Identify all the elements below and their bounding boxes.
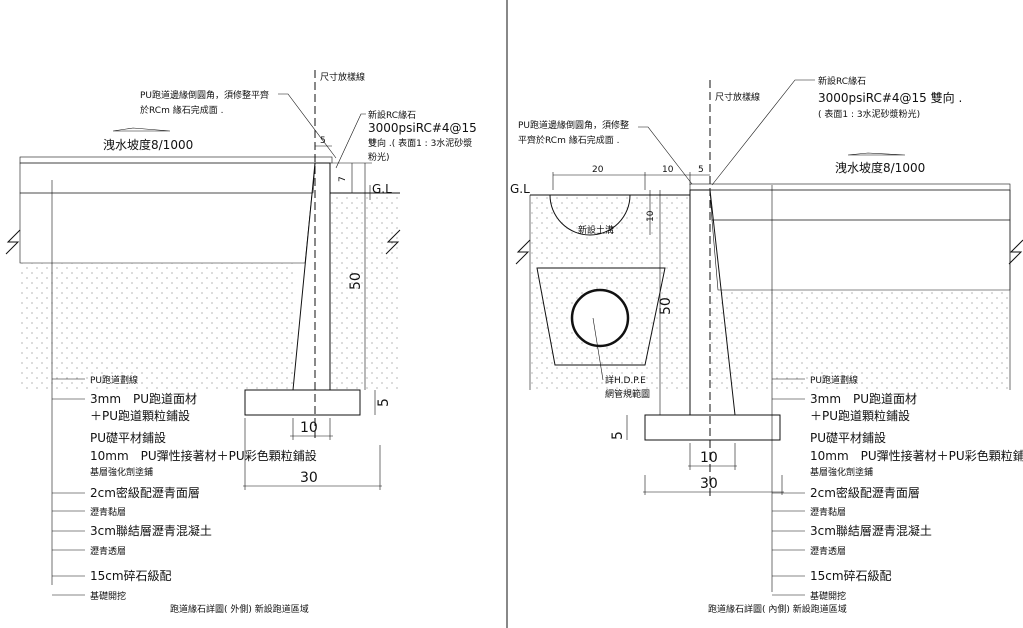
gl-label: G.L	[372, 182, 392, 196]
layer-label: 15cm碎石級配	[810, 568, 892, 583]
dim-curb-width: 10	[700, 450, 718, 466]
layer-label: 15cm碎石級配	[90, 568, 172, 583]
dim-20: 20	[592, 165, 604, 175]
layer-label: PU跑道劃線	[90, 374, 138, 386]
earth-ditch	[549, 194, 631, 236]
curb-note: 新設RC緣石	[818, 75, 866, 87]
left-detail: 5 7 50 5 10 30 G.L 尺寸放樣線 PU跑道邊緣倒圓角，須修整平齊…	[5, 70, 477, 615]
gl-label: G.L	[510, 182, 530, 196]
pu-edge-note: PU跑道邊緣倒圓角，須修整平齊	[140, 89, 269, 101]
layer-label: 3cm聯結層瀝青混凝土	[810, 523, 932, 538]
pu-edge-note: 平齊於RCm 緣石完成面 .	[518, 134, 619, 146]
dim-5: 5	[698, 165, 704, 175]
pu-surface-layer	[19, 156, 333, 164]
layer-label: PU礎平材鋪設	[810, 430, 886, 445]
hdpe-mesh-zone	[536, 267, 666, 366]
layer-list-left: PU跑道劃線 3mm PU跑道面材 ＋PU跑道顆粒鋪設 PU礎平材鋪設 10mm PU彈…	[52, 374, 317, 602]
curb-note: 粉光)	[368, 151, 390, 163]
layer-label: 基層強化劑塗鋪	[810, 466, 873, 478]
stake-line-label: 尺寸放樣線	[320, 71, 365, 83]
dim-footing-height: 5	[376, 398, 392, 407]
drawing-title-right: 跑道緣石詳圖( 內側) 新設跑道區域	[708, 603, 847, 615]
curb-note: ( 表面1 : 3水泥砂漿粉光)	[818, 108, 920, 120]
curb-footing	[244, 389, 361, 416]
hdpe-pipe	[570, 288, 630, 348]
layer-label: 瀝青透層	[90, 545, 126, 557]
layer-label: 3cm聯結層瀝青混凝土	[90, 523, 212, 538]
layer-label: 3mm PU跑道面材	[90, 392, 197, 406]
stake-line-label: 尺寸放樣線	[715, 91, 760, 103]
curb-footing	[644, 414, 781, 441]
right-detail: 20 10 5 10 50 5 10 30 G.L 新設土溝 詳H.D.P.E …	[510, 75, 1023, 615]
asphalt-layer	[19, 162, 316, 194]
dim-curb-width: 10	[300, 420, 318, 436]
layer-label: 3mm PU跑道面材	[810, 392, 917, 406]
layer-label: 2cm密級配瀝青面層	[810, 485, 920, 500]
slope-label: 洩水坡度8/1000	[835, 160, 925, 175]
subgrade-soil	[20, 263, 293, 390]
pu-edge-note: PU跑道邊緣倒圓角，須修整	[518, 119, 629, 131]
layer-label: PU礎平材鋪設	[90, 430, 166, 445]
ditch-label: 新設土溝	[578, 224, 614, 236]
dim-footing-width: 30	[700, 476, 718, 492]
layer-label: 10mm PU彈性接著材＋PU彩色顆粒鋪設	[90, 448, 317, 463]
layer-label: 10mm PU彈性接著材＋PU彩色顆粒鋪設	[810, 448, 1023, 463]
layer-label: 2cm密級配瀝青面層	[90, 485, 200, 500]
dim-footing-height: 5	[610, 431, 626, 440]
drawing-title-left: 跑道緣石詳圖( 外側) 新設跑道區域	[170, 603, 309, 615]
layer-label: 基礎開挖	[810, 590, 846, 602]
hdpe-note: 詳H.D.P.E	[605, 374, 646, 386]
break-symbol	[5, 229, 21, 255]
rc-curb	[292, 162, 331, 391]
dim-height: 50	[658, 297, 674, 315]
curb-note: 新設RC緣石	[368, 109, 416, 121]
dim-step: 7	[338, 176, 348, 182]
curb-note: 雙向 .( 表面1 : 3水泥砂漿	[368, 137, 472, 149]
break-symbol	[385, 229, 401, 255]
layer-label: PU跑道劃線	[810, 374, 858, 386]
dim-10: 10	[662, 165, 674, 175]
curb-note: 3000psiRC#4@15	[368, 121, 477, 135]
layer-label: 基層強化劑塗鋪	[90, 466, 153, 478]
dim-ditch-depth: 10	[646, 210, 656, 222]
slope-label: 洩水坡度8/1000	[103, 137, 193, 152]
layer-label: 基礎開挖	[90, 590, 126, 602]
slope-arrow-icon	[112, 127, 171, 132]
layer-label: 瀝青透層	[810, 545, 846, 557]
layer-label: 瀝青黏層	[810, 506, 846, 518]
hdpe-note: 網管規範圖	[605, 388, 650, 400]
dim-height: 50	[348, 272, 364, 290]
slope-arrow-icon	[847, 152, 906, 156]
layer-label: ＋PU跑道顆粒鋪設	[90, 408, 190, 423]
layer-label: ＋PU跑道顆粒鋪設	[810, 408, 910, 423]
dim-top: 5	[320, 136, 326, 146]
crushed-stone-layer	[19, 192, 313, 264]
pu-edge-note: 於RCm 緣石完成面 .	[140, 104, 223, 116]
layer-list-right: PU跑道劃線 3mm PU跑道面材 ＋PU跑道顆粒鋪設 PU礎平材鋪設 10mm PU彈…	[772, 374, 1023, 602]
curb-note: 3000psiRC#4@15 雙向 .	[818, 90, 962, 105]
layer-label: 瀝青黏層	[90, 506, 126, 518]
dim-footing-width: 30	[300, 470, 318, 486]
